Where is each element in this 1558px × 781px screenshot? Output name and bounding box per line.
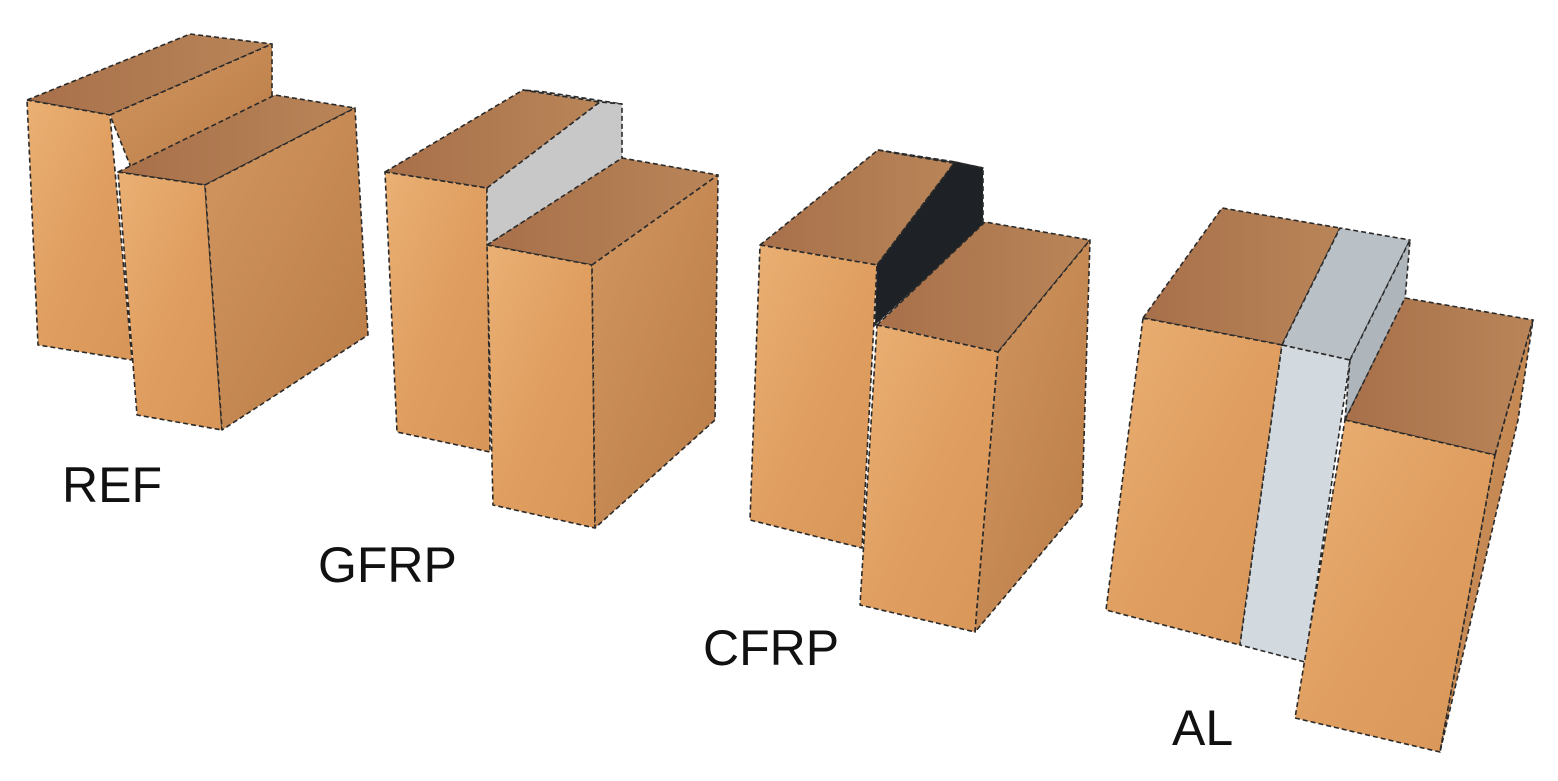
label-al: AL xyxy=(1172,700,1233,756)
gfrp-interlayer xyxy=(486,89,623,246)
cfrp-front-block xyxy=(859,221,1091,633)
specimen-ref xyxy=(26,33,369,431)
cfrp-back-block-top xyxy=(759,149,956,266)
cfrp-back-block xyxy=(749,149,956,549)
al-back-block xyxy=(1105,207,1341,646)
specimen-al xyxy=(1105,207,1534,753)
ref-front-block-side xyxy=(204,107,369,431)
gfrp-front-block xyxy=(486,157,719,529)
gfrp-back-block-front xyxy=(384,171,491,453)
gfrp-front-block-side xyxy=(591,174,719,529)
gfrp-interlayer-face xyxy=(486,101,623,246)
cfrp-interlayer xyxy=(874,149,984,326)
cfrp-interlayer-face xyxy=(874,161,984,326)
label-cfrp: CFRP xyxy=(703,620,839,676)
specimen-gfrp xyxy=(384,89,719,529)
ref-front-block-front xyxy=(117,171,223,431)
ref-front-block-top xyxy=(117,94,356,186)
ref-front-block xyxy=(117,94,369,431)
gfrp-back-block-top xyxy=(384,89,601,189)
cfrp-front-block-front xyxy=(859,324,999,633)
al-front-block-side xyxy=(1439,319,1534,753)
gfrp-back-block xyxy=(384,89,601,453)
ref-back-block-front xyxy=(26,99,133,361)
label-gfrp: GFRP xyxy=(318,537,457,593)
label-ref: REF xyxy=(62,457,162,513)
al-front-block xyxy=(1294,297,1534,753)
gfrp-front-block-front xyxy=(486,244,596,529)
specimen-cfrp xyxy=(749,149,1091,633)
cfrp-back-block-front xyxy=(749,244,878,549)
al-interlayer xyxy=(1239,227,1411,663)
al-interlayer-front xyxy=(1239,344,1351,663)
cfrp-front-block-side xyxy=(974,239,1091,633)
